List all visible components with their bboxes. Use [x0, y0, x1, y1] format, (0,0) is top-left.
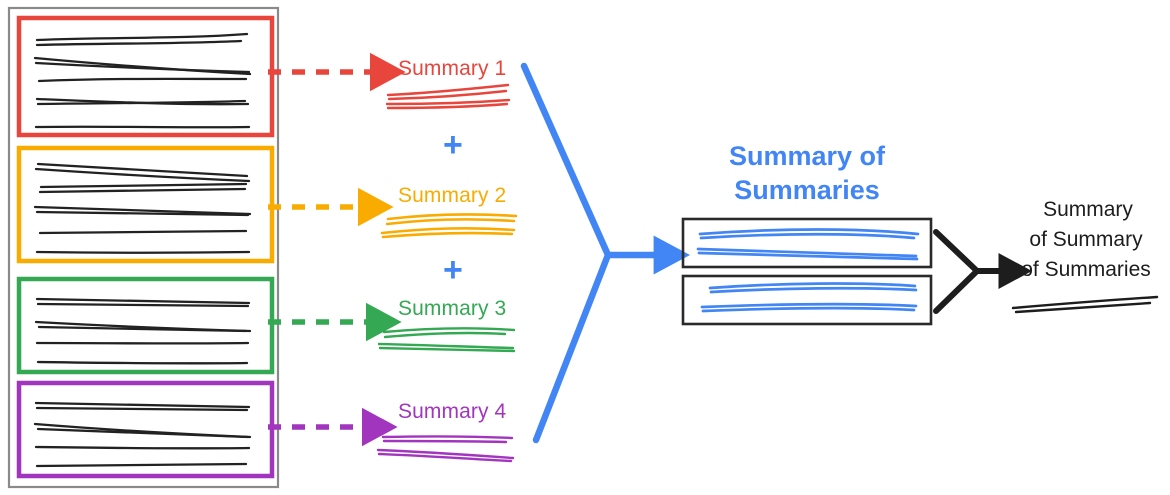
document-collection-outer-box [7, 6, 280, 489]
final-summary-label-line3: of Summaries [1021, 258, 1151, 281]
document-text-lines [33, 401, 252, 468]
summary-2-label: Summary 2 [398, 184, 507, 207]
summary-4-scribble [376, 435, 515, 463]
document-text-lines [33, 162, 252, 254]
document-text-lines [33, 32, 252, 129]
final-summary-scribble [1011, 295, 1159, 314]
summary-of-summaries-title-line2: Summaries [734, 175, 880, 205]
document-group-1[interactable] [16, 15, 275, 138]
summary-of-summaries-box-1[interactable] [681, 217, 933, 269]
plus-operator-1: + [443, 126, 463, 164]
summary-3-label: Summary 3 [398, 297, 507, 320]
summary-2-scribble [380, 213, 518, 239]
summary-of-summaries-box-2[interactable] [681, 274, 933, 326]
summary-of-summaries-scribble [700, 282, 918, 313]
aggregate-arrow-blue [520, 62, 690, 444]
final-summary-label-line1: Summary [1043, 198, 1133, 221]
aggregate-arrow-black [933, 229, 1032, 314]
summary-1-scribble [385, 83, 511, 110]
summary-1-label: Summary 1 [398, 57, 507, 80]
summary-of-summaries-scribble [696, 228, 920, 261]
document-text-lines [34, 297, 252, 365]
final-summary-label-line2: of Summary [1029, 228, 1143, 251]
document-group-4[interactable] [16, 380, 275, 479]
plus-operator-2: + [443, 251, 463, 289]
summary-4-label: Summary 4 [398, 400, 507, 423]
document-group-2[interactable] [16, 145, 275, 264]
document-group-3[interactable] [16, 276, 275, 375]
summary-of-summaries-title-line1: Summary of [728, 141, 886, 171]
summary-3-scribble [377, 327, 516, 353]
